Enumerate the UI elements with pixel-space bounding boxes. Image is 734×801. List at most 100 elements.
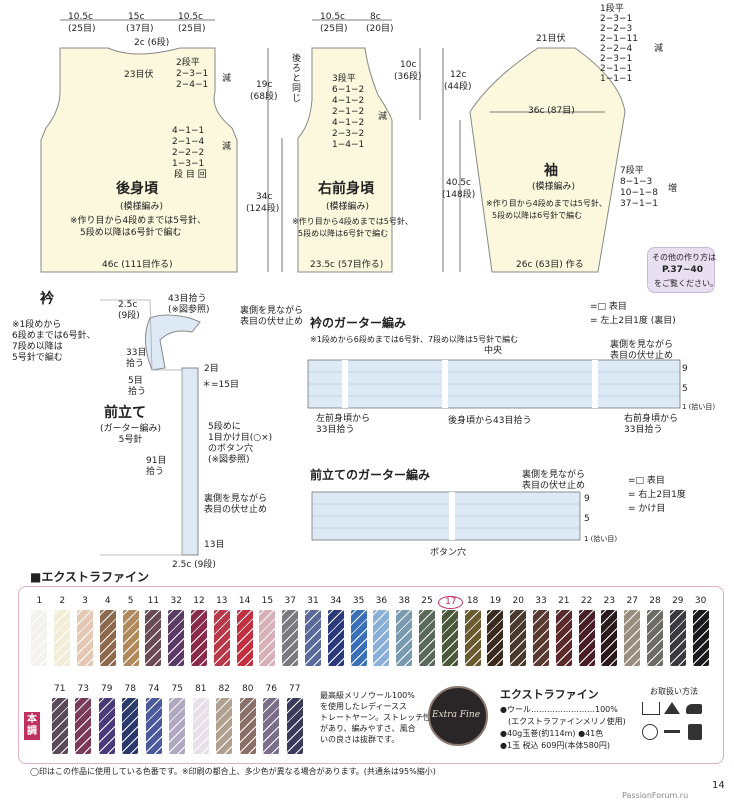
placket-title: 前立て <box>104 405 146 421</box>
yarn-row1-number: 34 <box>330 596 342 606</box>
yarn-row1-color-swatch <box>54 610 71 666</box>
yarn-row1-number: 38 <box>398 596 410 606</box>
sleeve-bottom-width: 26c (63目) 作る <box>516 260 584 270</box>
collar-chart-right-pick: 右前身頃から 33目拾う <box>624 414 679 435</box>
yarn-row2-color-swatch <box>98 698 115 754</box>
yarn-product-name: エクストラファイン <box>500 688 599 701</box>
sleeve-length: 40.5c <box>446 178 471 188</box>
other-note-line1: その他の作り方は <box>652 253 716 262</box>
yarn-row1-color-swatch <box>669 610 686 666</box>
sleeve-increase-label: 増 <box>668 184 678 194</box>
other-note-line2: P.37~40 <box>662 265 703 275</box>
yarn-row1-color-swatch <box>305 610 321 666</box>
sleeve-length-rows: (148段) <box>442 190 476 200</box>
collar-legend-k2tog: = 左上2目1度 (裏目) <box>590 316 676 326</box>
front-top-right-width: 8c <box>370 12 381 22</box>
front-bottom-width: 23.5c (57目作る) <box>310 260 384 270</box>
back-neck-center: 2c (6段) <box>134 38 170 48</box>
placket-subtitle: (ガーター編み) 5号針 <box>100 424 162 445</box>
collar-pick-up-side: 33目 拾う <box>126 348 147 369</box>
back-height-armhole: 19c <box>256 80 273 90</box>
back-bodice-shape <box>40 47 238 273</box>
yarn-row1-color-swatch <box>373 610 390 666</box>
yarn-row2-number: 80 <box>242 684 254 694</box>
collar-garter-note: ※1段めから6段めまでは6号針、7段め以降は5号針で編む <box>310 335 519 344</box>
yarn-row1-number: 18 <box>466 596 479 606</box>
yarn-row1-number: 37 <box>284 596 296 606</box>
yarn-row2-color-swatch <box>169 698 186 754</box>
iron-icon <box>686 704 702 714</box>
yarn-row1-number: 1 <box>36 596 43 606</box>
placket-chart-row5: 5 <box>584 514 590 524</box>
yarn-row1-color-swatch <box>145 610 162 666</box>
yarn-row1-color-swatch <box>441 610 458 666</box>
yarn-row1-number: 36 <box>375 596 388 606</box>
yarn-brand-logo: Extra Fine <box>428 686 488 746</box>
yarn-row1-number: 4 <box>104 596 111 606</box>
sleeve-top-bind-off: 21目伏 <box>536 34 566 44</box>
sleeve-width: 36c (87目) <box>528 106 575 116</box>
yarn-row2-color-swatch <box>239 698 256 754</box>
yarn-row1-color-swatch <box>533 610 549 666</box>
back-top-right-width: 10.5c <box>178 12 203 22</box>
yarn-row2-color-swatch <box>286 698 303 754</box>
yarn-row2-number: 75 <box>171 684 183 694</box>
yarn-row2-number: 81 <box>195 684 207 694</box>
sleeve-cap-height-rows: (44段) <box>444 82 472 92</box>
yarn-row1-number: 14 <box>238 596 251 606</box>
front-neck-decrease-label: 減 <box>378 112 388 122</box>
back-title: 後身頃 <box>116 181 158 197</box>
yarn-row1-number: 19 <box>489 596 502 606</box>
yarn-row1-color-swatch <box>191 610 207 666</box>
front-same-as-back: 後ろと同じ <box>292 54 302 104</box>
sleeve-title: 袖 <box>544 163 558 179</box>
yarn-row1-number: 30 <box>694 596 707 606</box>
other-note-line3: をご覧ください。 <box>654 279 718 288</box>
yarn-row1-color-swatch <box>510 610 527 666</box>
front-subtitle: (模様編み) <box>326 202 370 212</box>
collar-rows-2: 2目 <box>204 364 219 374</box>
yarn-row1-number: 31 <box>307 596 319 606</box>
yarn-row1-number: 32 <box>170 596 182 606</box>
yarn-row1-number: 28 <box>649 596 661 606</box>
front-height-neck-rows: (36段) <box>394 72 422 82</box>
placket-buttonhole-note: 5段めに 1目かけ目(○×) のボタン穴 (※図参照) <box>208 422 273 465</box>
yarn-row2-color-swatch <box>192 698 209 754</box>
yarn-row1-number: 22 <box>580 596 593 606</box>
collar-title: 衿 <box>40 291 54 307</box>
sleeve-cap-decrease: 1段平 2−3−1 2−2−3 2−1−11 2−2−4 2−3−1 2−1−1… <box>600 4 638 84</box>
front-top-right-stitches: (20目) <box>366 24 394 34</box>
yarn-row1-number: 11 <box>147 596 160 606</box>
front-outline-shape <box>100 299 183 556</box>
yarn-row2-color-swatch <box>75 698 92 754</box>
yarn-row1-color-swatch <box>624 610 641 666</box>
back-bottom-width: 46c (111目作る) <box>102 260 173 270</box>
front-height-neck: 10c <box>400 60 417 70</box>
yarn-row1-number: 35 <box>352 596 365 606</box>
placket-bind-off: 裏側を見ながら 表目の伏せ止め <box>204 494 268 515</box>
collar-needle-note: ※1段めから 6段めまでは6号針、 7段め以降は 5号針で編む <box>12 320 96 363</box>
collar-chart-bind-off: 裏側を見ながら 表目の伏せ止め <box>610 340 674 361</box>
yarn-row1-color-swatch <box>168 610 185 666</box>
pattern-diagram-svg <box>40 19 681 556</box>
yarn-row1-color-swatch <box>77 610 93 666</box>
yarn-row2-number: 73 <box>77 684 89 694</box>
dry-clean-icon <box>642 724 658 740</box>
no-bleach-icon <box>664 702 680 714</box>
yarn-description: 最高級メリノウール100% を使用したレディースス トレートヤーン。ストレッチ性… <box>320 691 432 744</box>
collar-top-size: 2.5c (9段) <box>118 300 140 321</box>
yarn-row1-number: 21 <box>558 596 570 606</box>
flat-dry-icon <box>664 730 680 733</box>
placket-chart-row1: 1 (拾い目) <box>584 535 618 543</box>
collar-chart-back-pick: 後身頃から43目拾う <box>448 416 532 426</box>
yarn-row1-number: 20 <box>512 596 524 606</box>
collar-garter-title: 衿のガーター編み <box>310 316 407 330</box>
yarn-row1-color-swatch <box>99 610 116 666</box>
yarn-row1-color-swatch <box>282 610 299 666</box>
collar-chart-lines <box>308 371 680 397</box>
footer-note: ◯印はこの作品に使用している色番です。※印刷の都合上、多少色が異なる場合がありま… <box>30 767 436 776</box>
collar-chart-row9: 9 <box>682 364 688 374</box>
back-height-armhole-rows: (68段) <box>250 92 278 102</box>
yarn-spec-2: (エクストラファインメリノ使用) <box>508 717 626 726</box>
